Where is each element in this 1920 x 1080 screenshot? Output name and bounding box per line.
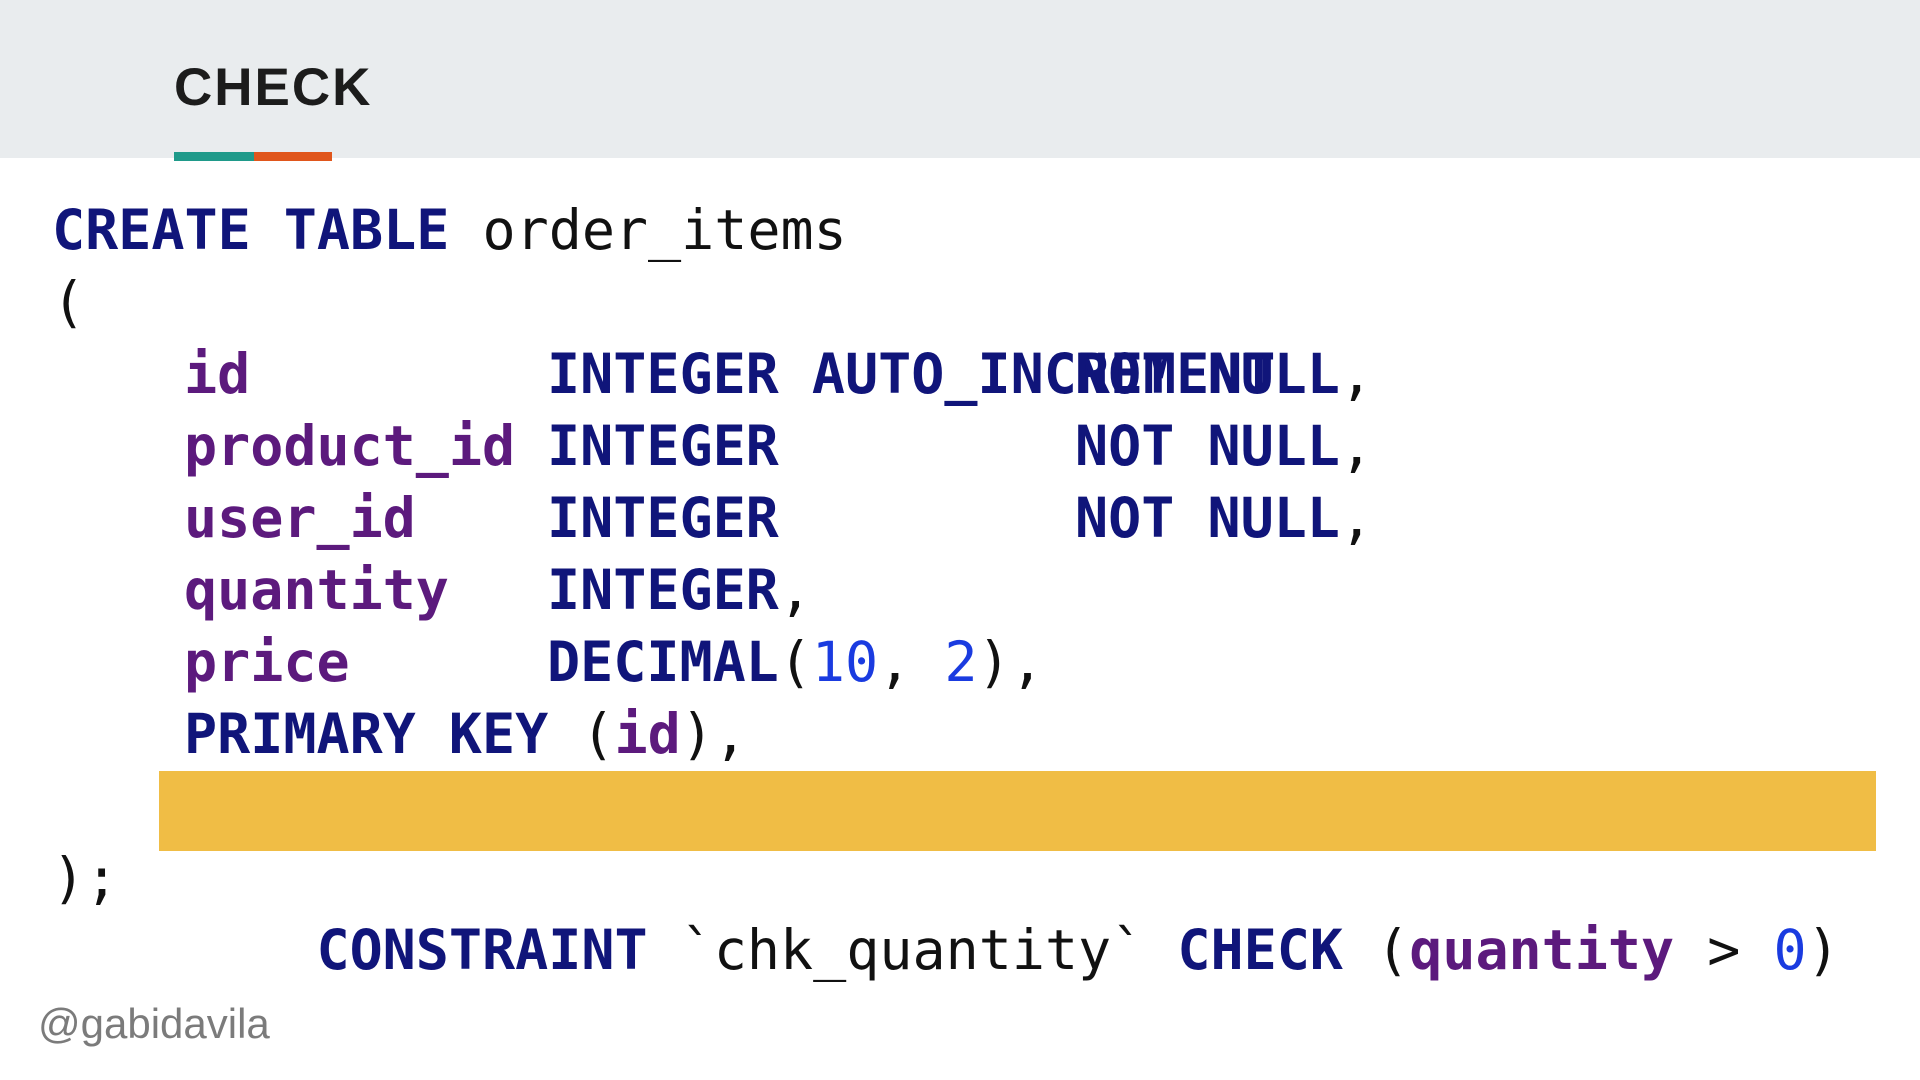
author-handle: @gabidavila (38, 1000, 270, 1047)
code-line-9: CONSTRAINT `chk_quantity` CHECK (quantit… (52, 770, 1892, 982)
code-line-8: PRIMARY KEY (id), (184, 702, 747, 766)
code-line-2: ( (52, 270, 86, 334)
highlighted-line (159, 771, 1876, 851)
column-name: quantity (184, 558, 449, 622)
title-underline-orange (254, 152, 332, 161)
code-line-1: CREATE TABLE order_items (52, 198, 847, 262)
constraint-name: `chk_quantity` (647, 918, 1178, 982)
title-underline-teal (174, 152, 254, 161)
table-name: order_items (482, 198, 847, 262)
column-name: user_id (184, 486, 416, 550)
column-name: product_id (184, 414, 516, 478)
slide-title: CHECK (174, 58, 373, 117)
column-name: price (184, 630, 350, 694)
slide-header (0, 0, 1920, 158)
column-name: id (184, 342, 251, 406)
code-line-10: ); (52, 846, 119, 910)
